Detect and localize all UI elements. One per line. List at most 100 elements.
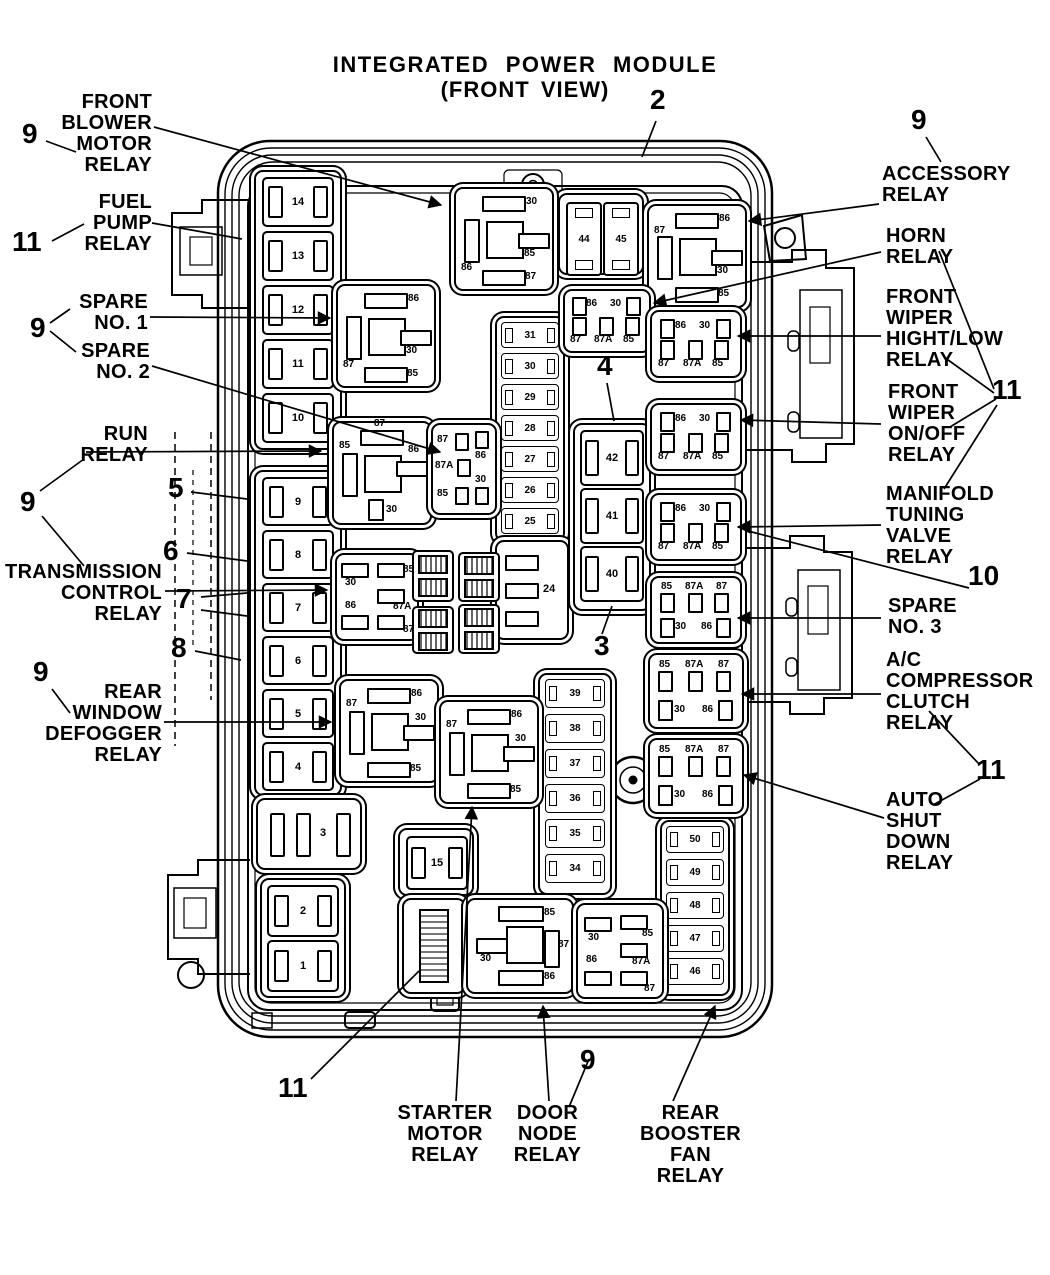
callout-11-wipers: 11: [992, 374, 1022, 405]
footprint-door-node-relay: 85 30 87A 86 87: [576, 903, 664, 999]
pin-label: 87: [437, 434, 449, 445]
terminal-blade: [688, 593, 703, 613]
terminal-blade: [711, 250, 743, 266]
fuse-slot: [269, 697, 285, 730]
label-manifold-tuning-valve-relay: MANIFOLD TUNING VALVE RELAY: [886, 483, 994, 568]
fuse-slot: [274, 950, 290, 982]
terminal-blade: [498, 970, 544, 986]
fuse-slot: [269, 485, 285, 518]
fuse-cell: 1: [267, 940, 339, 992]
terminal-blade: [346, 316, 362, 360]
pin-label: 86: [475, 450, 487, 461]
pin-label: 87A: [685, 744, 704, 755]
terminal-blade: [482, 196, 526, 212]
label-front-blower-motor-relay: FRONT BLOWER MOTOR RELAY: [61, 91, 152, 176]
fuse-cell: 44: [566, 202, 602, 276]
terminal-blade: [584, 917, 612, 932]
pin-label: 87: [525, 271, 537, 282]
fuse-slot: [505, 420, 513, 436]
pin-label: 30: [415, 712, 427, 723]
connector-24: 24: [495, 540, 569, 640]
fuse-slot: [270, 813, 285, 857]
terminal-blade: [584, 971, 612, 986]
fuse-slot: [269, 644, 285, 677]
fuse-number: 11: [292, 358, 304, 370]
fuse-cell: 9: [262, 477, 334, 526]
terminal-blade: [714, 593, 729, 613]
relay-accessory: 86 87 30 85: [647, 204, 747, 308]
terminal-blade: [505, 555, 539, 571]
terminal-blade: [688, 671, 703, 692]
minifuse-strip-center: 31 30 29 28 27 26 25: [495, 316, 565, 542]
pin-label: 86: [702, 704, 714, 715]
pin-label: 87: [343, 359, 355, 370]
fuse-number: 13: [291, 250, 305, 262]
terminal-blade: [503, 746, 535, 762]
terminal-blade: [599, 317, 614, 336]
terminal-blade: [675, 213, 719, 229]
terminal-blade: [377, 563, 405, 578]
fuse-slot: [269, 750, 285, 783]
label-transmission-control-relay: TRANSMISSION CONTROL RELAY: [5, 561, 162, 625]
fuse-44-45: 44 45: [558, 193, 644, 276]
terminal-blade: [457, 459, 471, 477]
terminal-blade: [403, 725, 435, 741]
terminal-blade: [660, 412, 675, 432]
pin-label: 87: [346, 698, 358, 709]
fuse-slot: [311, 538, 327, 571]
fuse-slot: [316, 950, 332, 982]
pin-label: 30: [674, 704, 686, 715]
label-auto-shut-down-relay: AUTO SHUT DOWN RELAY: [886, 789, 954, 874]
fuse-slot: [269, 538, 285, 571]
fuse-slot: [670, 832, 678, 847]
footprint-transmission-control: 85 30 87A 86 87: [335, 553, 419, 641]
relay-core: [368, 318, 406, 356]
pin-label: 30: [406, 345, 418, 356]
fuse-cell: 10: [262, 393, 334, 443]
fuse-number: 10: [291, 412, 305, 424]
terminal-blade: [364, 293, 408, 309]
minifuse-cell: 31: [501, 322, 559, 348]
minifuse-cell: 28: [501, 415, 559, 441]
pin-label: 30: [699, 503, 711, 514]
pin-label: 85: [712, 358, 724, 369]
minifuse-cell: 25: [501, 508, 559, 534]
fuse-slot: [311, 644, 327, 677]
relay-front-blower-motor: 30 86 85 87: [454, 187, 554, 291]
callout-4: 4: [597, 350, 613, 381]
terminal-blade: [544, 930, 560, 968]
terminal-blade: [716, 502, 731, 522]
pin-label: 86: [675, 413, 687, 424]
fuse-slot: [505, 327, 513, 343]
fuse-cell: 15: [406, 836, 468, 890]
terminal-blade: [718, 785, 733, 806]
fuse-cell: 6: [262, 636, 334, 685]
pin-label: 87A: [435, 460, 454, 471]
callout-11-fuel-pump: 11: [12, 226, 42, 257]
fuse-slot: [505, 451, 513, 467]
minifuse-cell: 47: [666, 925, 724, 952]
pin-label: 86: [701, 621, 713, 632]
terminal-blade: [377, 589, 405, 604]
fuse-slot: [336, 813, 351, 857]
pin-label: 86: [702, 789, 714, 800]
fuse-slot: [296, 813, 311, 857]
label-spare-no-2: SPARE NO. 2: [81, 340, 150, 383]
pin-label: 86: [586, 298, 598, 309]
minifuse-cell: 27: [501, 446, 559, 472]
callout-3: 3: [594, 630, 610, 661]
fuse-slot: [268, 294, 284, 326]
fuse-bank-left-mid: 9 8 7 6 5 4: [254, 470, 342, 796]
fuse-slot: [547, 358, 555, 374]
terminal-blade: [518, 233, 550, 249]
fuse-cell: 2: [267, 885, 339, 937]
connector-contact: [464, 556, 494, 575]
fuse-slot: [593, 721, 601, 736]
fuse-number: 2: [299, 905, 307, 917]
pin-label: 30: [345, 577, 357, 588]
terminal-blade: [464, 219, 480, 263]
label-ac-compressor-clutch-relay: A/C COMPRESSOR CLUTCH RELAY: [886, 649, 1034, 734]
